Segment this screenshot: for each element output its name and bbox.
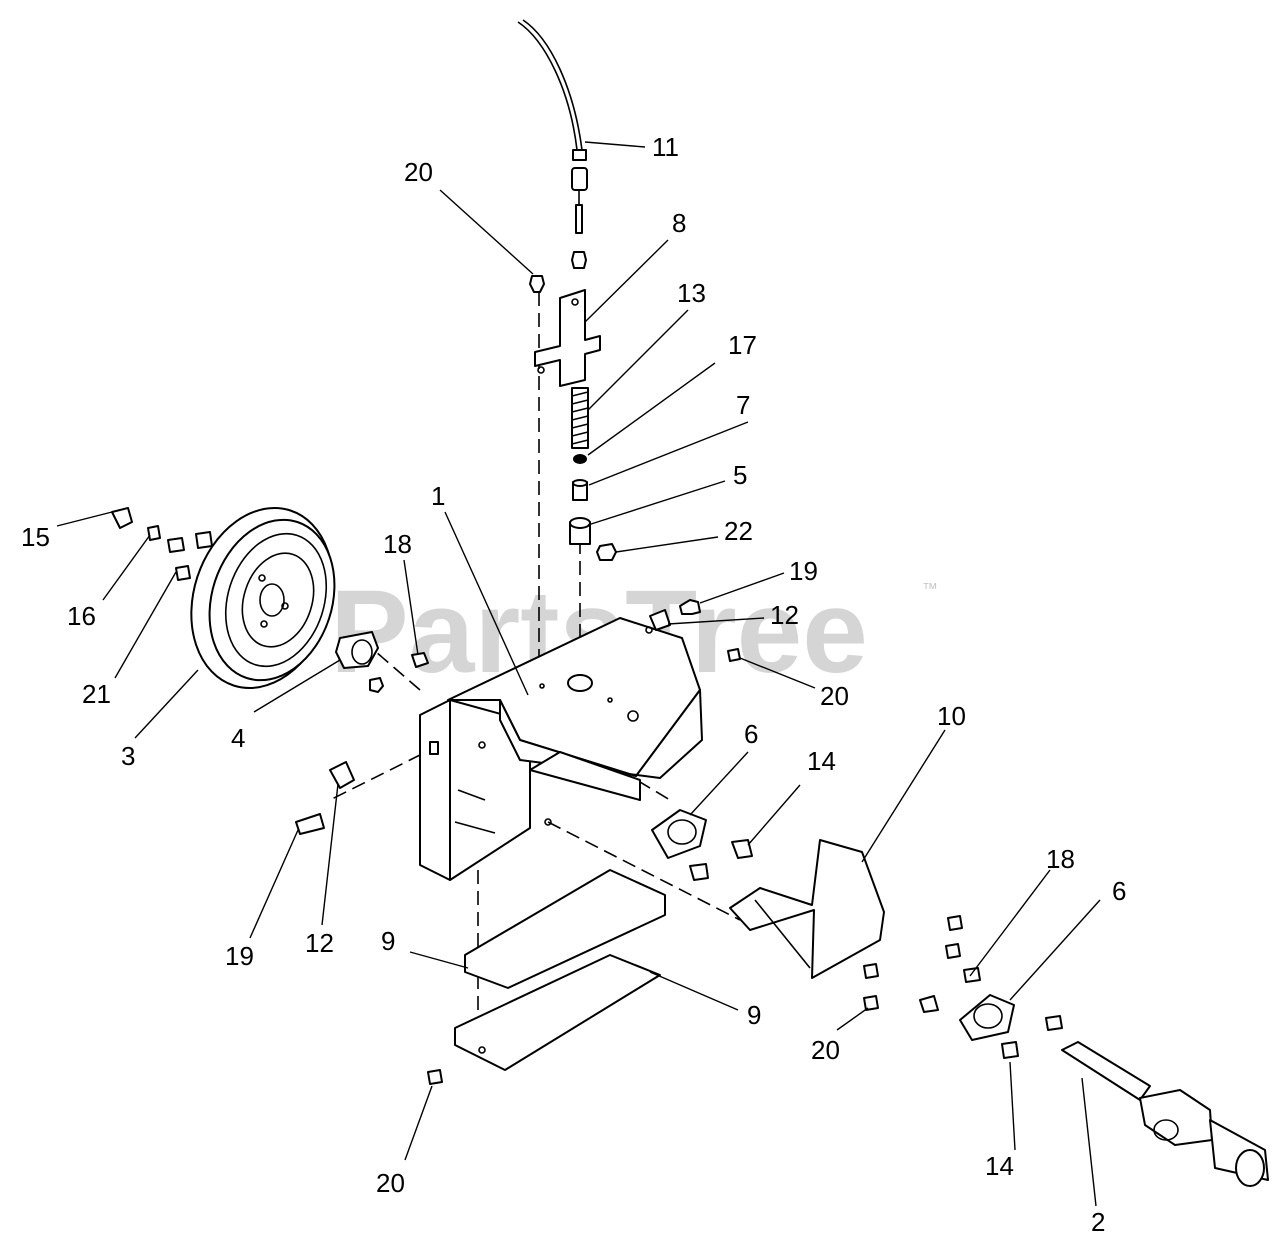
bearing-flange-right [959,994,1015,1041]
cable-bracket [534,289,601,387]
throttle-cable [517,19,588,269]
callout-12-left: 12 [305,928,334,958]
callout-20-mid: 20 [820,681,849,711]
right-hardware-top [649,599,741,662]
callout-9-left: 9 [381,926,395,956]
callout-21: 21 [82,679,111,709]
callout-16: 16 [67,601,96,631]
callout-6-mid: 6 [744,719,758,749]
plate-lower [454,954,661,1071]
callout-labels: 11 20 8 13 17 7 5 22 1 18 15 16 21 3 4 1… [21,132,1126,1237]
callout-6-right: 6 [1112,876,1126,906]
plate-upper [464,869,666,989]
callout-10: 10 [937,701,966,731]
callout-5: 5 [733,460,747,490]
callout-11: 11 [652,132,679,162]
callout-14-mid: 14 [807,746,836,776]
callout-15: 15 [21,522,50,552]
callout-12-right: 12 [770,600,799,630]
left-hardware [111,507,429,668]
callout-8: 8 [672,208,686,238]
callout-9-right: 9 [747,1000,761,1030]
callout-4: 4 [231,723,245,753]
right-hardware-bottom [427,915,1063,1085]
callout-17: 17 [728,330,757,360]
watermark-trademark: ™ [922,581,938,598]
hub [335,631,384,693]
left-bolt [295,761,355,835]
spring [571,387,589,449]
leader-lines [56,141,1101,1207]
callout-14-bottom: 14 [985,1151,1014,1181]
pulley [190,507,336,689]
callout-18-left: 18 [383,529,412,559]
callout-22: 22 [724,516,753,546]
drive-shaft [1061,1041,1269,1187]
callout-1: 1 [431,481,445,511]
callout-20-top: 20 [404,157,433,187]
bearing-flange-mid [651,809,753,881]
bushing [596,543,617,561]
callout-19-left: 19 [225,941,254,971]
callout-18-right: 18 [1046,844,1075,874]
callout-20-right: 20 [811,1035,840,1065]
callout-3: 3 [121,741,135,771]
callout-20-bottom: 20 [376,1168,405,1198]
callout-13: 13 [677,278,706,308]
shield-10 [729,839,885,979]
callout-7: 7 [736,390,750,420]
callout-2: 2 [1091,1207,1105,1237]
collar-stack [569,454,591,545]
main-housing [419,617,703,881]
screw-top [529,275,545,293]
callout-19-right: 19 [789,556,818,586]
